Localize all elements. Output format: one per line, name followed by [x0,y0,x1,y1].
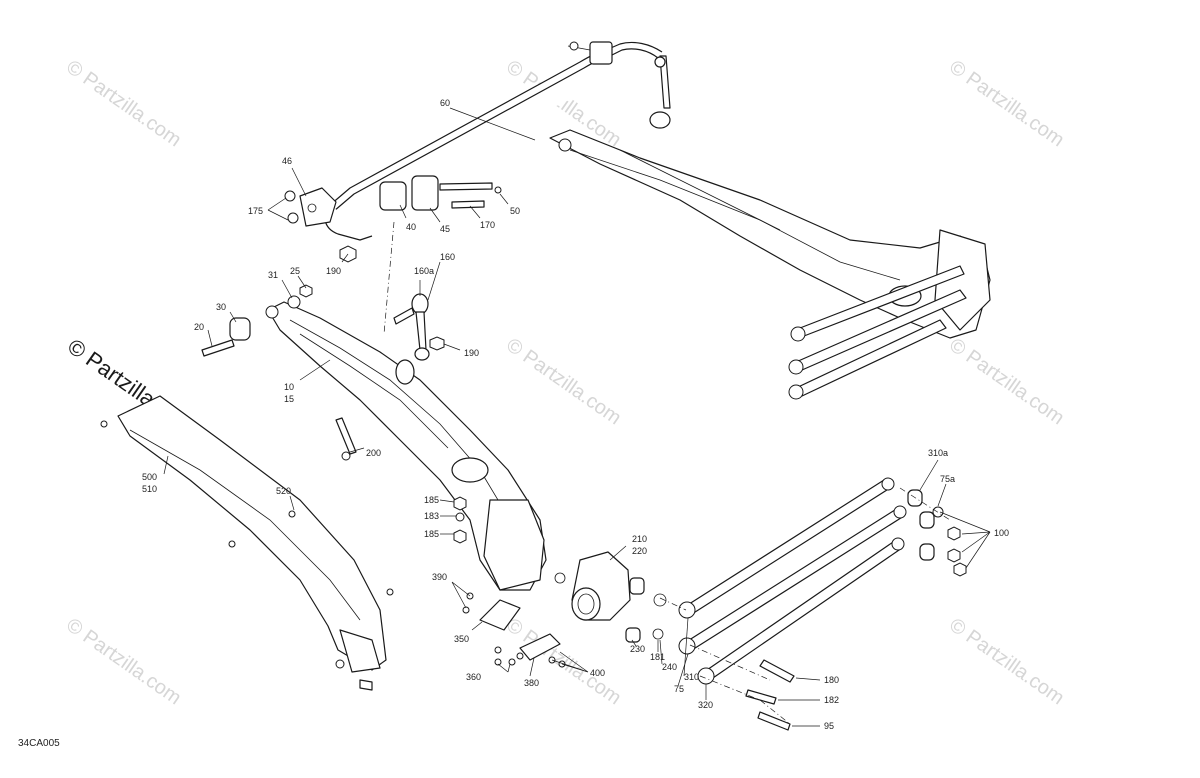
callout-185: 185 [424,495,439,505]
callout-350: 350 [454,634,469,644]
callout-310a: 310a [928,448,948,458]
callout-310: 310 [684,672,699,682]
callout-15: 15 [284,394,294,404]
callout-240: 240 [662,662,677,672]
sway-bar-link [393,293,445,361]
callout-390: 390 [432,572,447,582]
sway-bar [324,41,671,241]
callout-100: 100 [994,528,1009,538]
callout-230: 230 [630,644,645,654]
watermark: © Partzilla.com [62,614,185,709]
callout-40: 40 [406,222,416,232]
skid-plate [100,395,394,691]
callout-500: 500 [142,472,157,482]
callout-labels: 60 46 175 40 45 170 50 190 160 160a 31 2… [142,98,1009,731]
sway-bar-bushing-brackets [284,175,502,263]
callout-190: 190 [464,348,479,358]
callout-210: 210 [632,534,647,544]
callout-510: 510 [142,484,157,494]
callout-160: 160 [440,252,455,262]
watermark: © Partzilla.com [62,56,185,151]
callout-183: 183 [424,511,439,521]
callout-10: 10 [284,382,294,392]
callout-20: 20 [194,322,204,332]
callout-520: 520 [276,486,291,496]
callout-170: 170 [480,220,495,230]
callout-175: 175 [248,206,263,216]
callout-200: 200 [366,448,381,458]
callout-60: 60 [440,98,450,108]
trailing-arm-left [265,301,547,591]
callout-160a: 160a [414,266,434,276]
callout-95: 95 [824,721,834,731]
lateral-links-lower [678,477,907,685]
lateral-links-upper [788,265,967,400]
nut-hardware-knuckle [453,496,467,544]
callout-180: 180 [824,675,839,685]
pivot-hardware [201,284,357,461]
callout-360: 360 [466,672,481,682]
callout-220: 220 [632,546,647,556]
watermark-layer: © Partzilla.com © Partzilla.com © Partzi… [62,56,1068,709]
callout-190: 190 [326,266,341,276]
watermark: © Partzilla.com [945,614,1068,709]
link-bolts [745,659,795,731]
callout-400: 400 [590,668,605,678]
leader-lines [163,107,991,727]
callout-185: 185 [424,529,439,539]
assembly-centerlines [383,221,951,725]
callout-30: 30 [216,302,226,312]
watermark: © Partzilla.com [945,334,1068,429]
watermark: © Partzilla.com [945,56,1068,151]
diagram-reference-code: 34CA005 [18,738,60,749]
callout-181: 181 [650,652,665,662]
callout-182: 182 [824,695,839,705]
callout-50: 50 [510,206,520,216]
callout-75a: 75a [940,474,955,484]
callout-31: 31 [268,270,278,280]
callout-45: 45 [440,224,450,234]
callout-380: 380 [524,678,539,688]
callout-25: 25 [290,266,300,276]
link-bushings [907,489,967,577]
callout-320: 320 [698,700,713,710]
callout-46: 46 [282,156,292,166]
watermark: © Partzilla.com [502,334,625,429]
wheel-knuckle [554,551,667,643]
callout-75: 75 [674,684,684,694]
